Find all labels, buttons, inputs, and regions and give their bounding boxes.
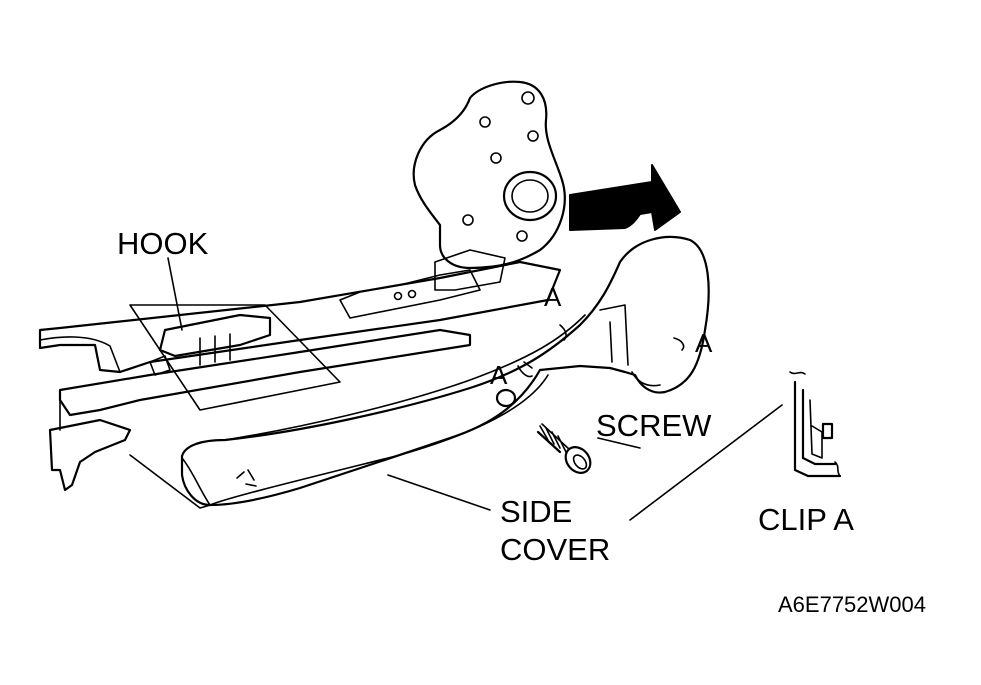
figure-id: A6E7752W004 <box>778 592 926 617</box>
clip-a-callout-right: A <box>695 328 713 358</box>
seat-frame <box>38 80 566 509</box>
clip-a-callout-middle: A <box>490 360 508 390</box>
leader-lines <box>167 257 783 521</box>
side-cover <box>180 235 710 507</box>
side-label: SIDE <box>500 494 572 529</box>
cover-label: COVER <box>500 532 610 567</box>
clip-a-label: CLIP A <box>758 502 854 537</box>
clip-a-detail <box>789 371 842 478</box>
screw-part <box>536 423 592 474</box>
clip-a-callout-top: A <box>544 282 562 312</box>
removal-arrow <box>569 164 681 231</box>
hook-label: HOOK <box>117 226 209 261</box>
screw-label: SCREW <box>596 408 712 443</box>
